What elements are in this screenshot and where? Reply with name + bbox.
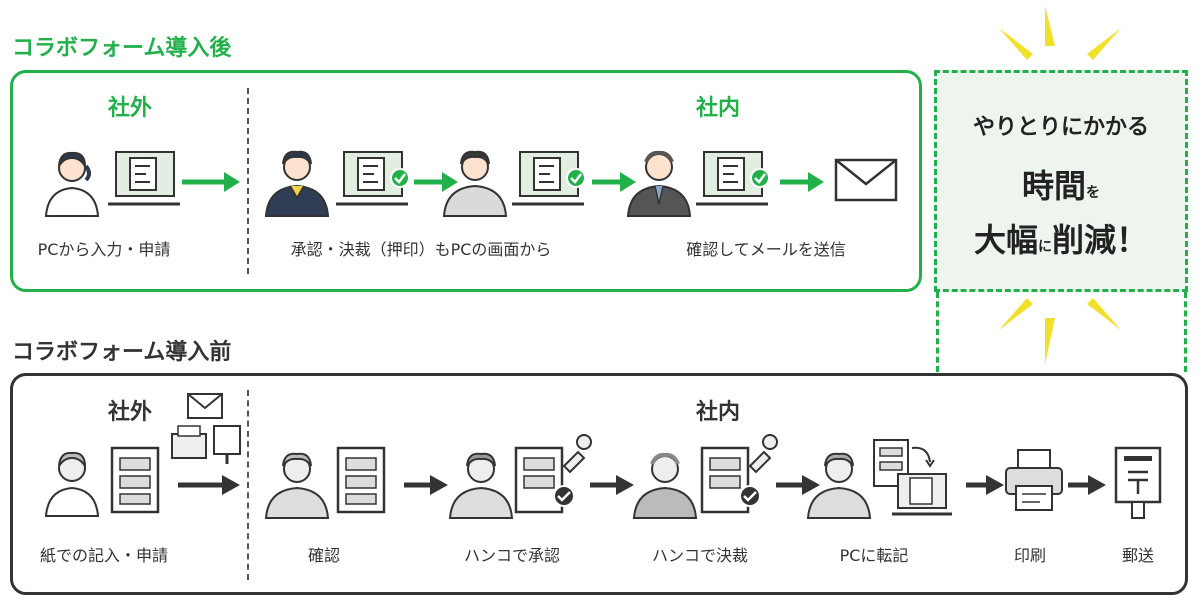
person-staff-icon: [264, 150, 330, 217]
before-zone-internal: 社内: [695, 400, 741, 425]
arrow-right-icon: [590, 475, 634, 495]
before-caption-mail: 郵送: [1121, 546, 1155, 565]
before-section-title: コラボフォーム導入前: [12, 340, 232, 365]
person-applicant-icon: [44, 451, 100, 517]
arrow-right-icon: [776, 475, 820, 495]
paper-stamp-approved-icon: [514, 434, 592, 514]
person-executive-icon: [626, 150, 692, 217]
person-applicant-icon: [44, 151, 100, 217]
callout-dash-right: [1184, 292, 1187, 372]
laptop-document-approved-icon: [696, 151, 770, 206]
person-clerk-icon: [806, 452, 872, 519]
after-caption-send: 確認してメールを送信: [686, 240, 846, 259]
paper-form-icon: [336, 446, 386, 514]
summary-line-2: 時間を: [937, 161, 1185, 207]
laptop-document-icon: [108, 151, 180, 206]
mailbox-icon: [1114, 446, 1162, 519]
summary-emphasis-large: 大幅: [973, 221, 1038, 259]
paper-stamp-approved-icon: [700, 434, 778, 514]
before-caption-stamp-decide: ハンコで決裁: [651, 546, 749, 565]
arrow-right-icon: [966, 475, 1004, 495]
before-caption-stamp-approve: ハンコで承認: [463, 546, 561, 565]
summary-line-3: 大幅に削減！: [937, 215, 1185, 261]
person-executive-icon: [632, 452, 698, 519]
after-zone-external: 社外: [107, 96, 153, 121]
arrow-right-icon: [404, 475, 448, 495]
before-caption-print: 印刷: [1013, 546, 1047, 565]
envelope-icon: [834, 158, 898, 202]
after-zone-divider: [247, 88, 249, 274]
paper-form-icon: [110, 446, 160, 514]
paper-to-pc-icon: [873, 439, 952, 516]
summary-callout: やりとりにかかる 時間を 大幅に削減！: [934, 70, 1188, 292]
arrow-right-icon: [178, 475, 240, 495]
person-manager-icon: [442, 150, 508, 217]
burst-top-icon: [999, 6, 1121, 60]
arrow-right-icon: [414, 172, 458, 192]
before-zone-divider: [247, 390, 249, 580]
laptop-document-approved-icon: [336, 151, 410, 206]
before-caption-check: 確認: [307, 546, 341, 565]
after-zone-internal: 社内: [695, 96, 741, 121]
after-section-title: コラボフォーム導入後: [12, 36, 232, 61]
after-caption-approve: 承認・決裁（押印）もPCの画面から: [290, 240, 552, 259]
summary-particle-wo: を: [1086, 185, 1100, 201]
before-zone-external: 社外: [107, 400, 153, 425]
before-process-panel: [10, 373, 1188, 595]
person-manager-icon: [448, 452, 514, 519]
person-staff-icon: [264, 452, 330, 519]
after-caption-input: PCから入力・申請: [37, 240, 171, 259]
arrow-right-icon: [592, 172, 636, 192]
summary-particle-ni: に: [1038, 239, 1052, 255]
arrow-right-icon: [182, 172, 240, 192]
before-caption-paper: 紙での記入・申請: [39, 546, 169, 565]
arrow-right-icon: [780, 172, 824, 192]
after-process-panel: [10, 70, 922, 292]
callout-dash-left: [936, 292, 939, 372]
printer-icon: [1005, 449, 1063, 511]
summary-emphasis-reduce: 削減！: [1052, 221, 1149, 259]
fax-mail-icon: [171, 393, 241, 464]
arrow-right-icon: [1068, 475, 1106, 495]
laptop-document-approved-icon: [512, 151, 586, 206]
before-caption-transcribe: PCに転記: [839, 546, 909, 565]
summary-line-1: やりとりにかかる: [972, 115, 1149, 140]
burst-bottom-icon: [999, 298, 1121, 364]
summary-emphasis-time: 時間: [1021, 167, 1086, 205]
